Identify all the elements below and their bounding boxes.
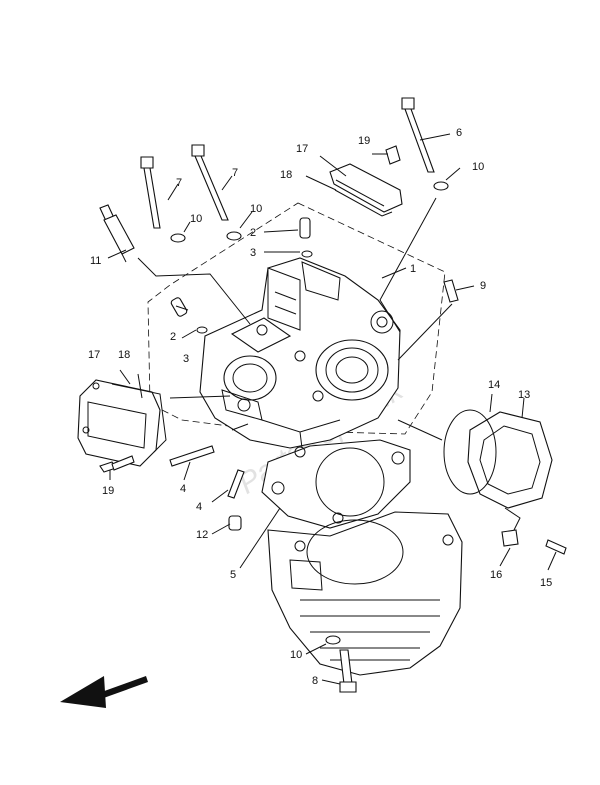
callout-10-mid: 10: [250, 203, 262, 215]
o-rings: [196, 250, 313, 334]
callout-10-left: 10: [190, 213, 202, 225]
bolt-left-b: [191, 144, 229, 221]
cylinder-head: [199, 257, 401, 449]
callout-9: 9: [480, 280, 486, 292]
studs: [169, 445, 245, 499]
callout-4-upper: 4: [180, 483, 186, 495]
bolt-left-a: [140, 156, 161, 229]
callout-19-top: 19: [358, 135, 370, 147]
leader-lines: [107, 133, 557, 685]
callout-17-left: 17: [88, 349, 100, 361]
callout-18-top: 18: [280, 169, 292, 181]
callout-3-top: 3: [250, 247, 256, 259]
callout-16: 16: [490, 569, 502, 581]
callout-1: 1: [410, 263, 416, 275]
callout-7-right: 7: [232, 167, 238, 179]
callout-14: 14: [488, 379, 500, 391]
callout-4-lower: 4: [196, 501, 202, 513]
bolt-long-right: [401, 97, 435, 173]
callout-2-top: 2: [250, 227, 256, 239]
callout-13: 13: [518, 389, 530, 401]
washers: [170, 181, 449, 645]
callout-12: 12: [196, 529, 208, 541]
callout-10-bottom: 10: [290, 649, 302, 661]
callout-6: 6: [456, 127, 462, 139]
assembly-outline: [147, 202, 446, 435]
cylinder-block: [267, 511, 463, 676]
callout-10-right: 10: [472, 161, 484, 173]
callout-7-left: 7: [176, 177, 182, 189]
callout-8: 8: [312, 675, 318, 687]
side-cover-right: [443, 409, 553, 531]
valve-cover-left: [77, 379, 167, 467]
callout-18-left: 18: [118, 349, 130, 361]
head-gasket: [261, 439, 411, 529]
small-bolts: [99, 145, 567, 693]
callout-11: 11: [90, 255, 101, 267]
callout-5: 5: [230, 569, 236, 581]
callout-15: 15: [540, 577, 552, 589]
callouts: 1 2 2 3 3 4 4 5 6 7 7 8 9 10 10 10 10 11…: [88, 127, 552, 687]
callout-17-top: 17: [296, 143, 308, 155]
callout-3-left: 3: [183, 353, 189, 365]
spark-plug: [99, 204, 135, 263]
callout-19-left: 19: [102, 485, 114, 497]
top-cover-plate: [329, 163, 403, 217]
callout-2-left: 2: [170, 331, 176, 343]
front-direction-arrow-icon: [60, 676, 148, 708]
